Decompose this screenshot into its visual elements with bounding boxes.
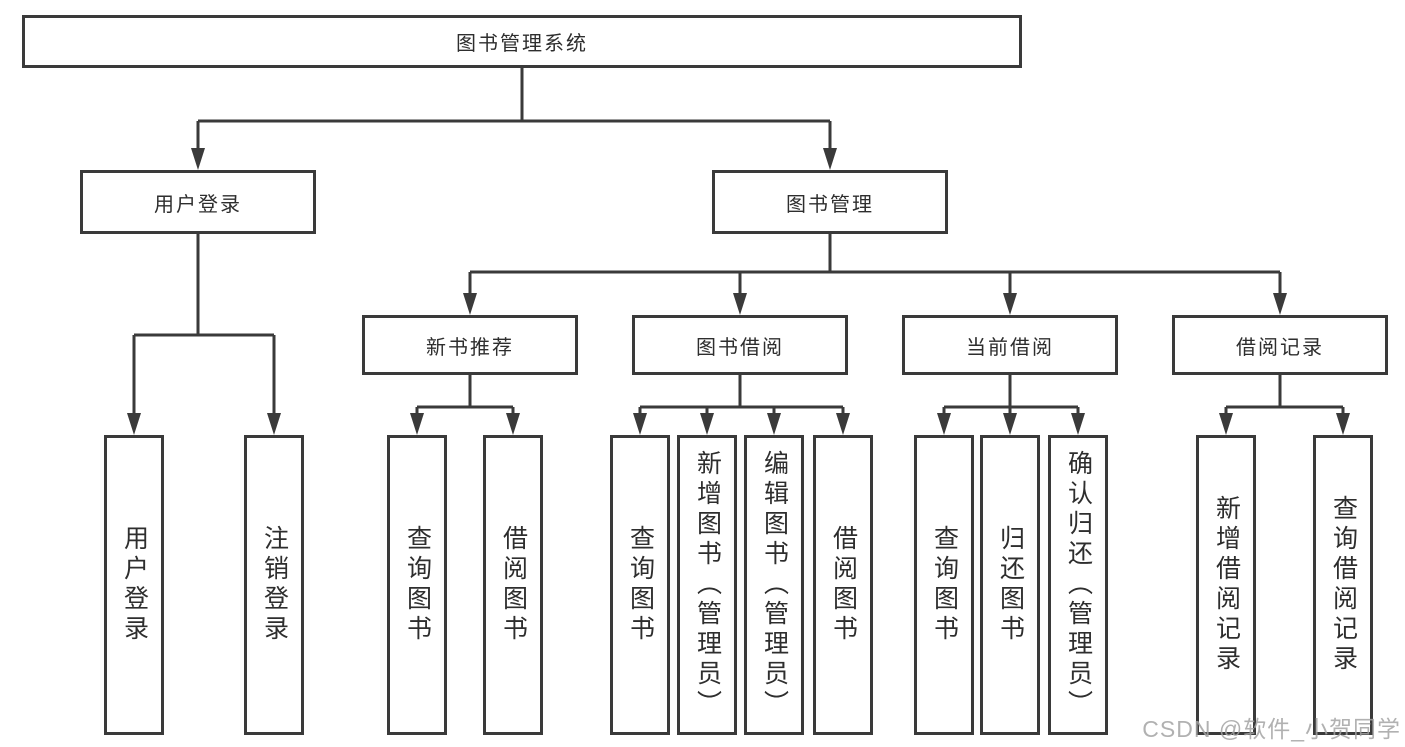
leaf-confirm-return-admin-label: 确认归还（管理员）: [1064, 450, 1093, 720]
leaf-borrow-books-recommend: 借阅图书: [483, 435, 543, 735]
leaf-query-borrow-record: 查询借阅记录: [1313, 435, 1373, 735]
node-book-borrowing: 图书借阅: [632, 315, 848, 375]
node-book-management-label: 图书管理: [786, 193, 874, 216]
leaf-return-book-label: 归还图书: [996, 525, 1025, 645]
leaf-logout: 注销登录: [244, 435, 304, 735]
node-user-login-group: 用户登录: [80, 170, 316, 234]
node-new-book-recommend-label: 新书推荐: [426, 336, 514, 359]
leaf-confirm-return-admin: 确认归还（管理员）: [1048, 435, 1108, 735]
node-root: 图书管理系统: [22, 15, 1022, 68]
leaf-user-login: 用户登录: [104, 435, 164, 735]
leaf-add-book-admin-label: 新增图书（管理员）: [693, 450, 722, 720]
leaf-query-books-borrowing: 查询图书: [610, 435, 670, 735]
node-book-borrowing-label: 图书借阅: [696, 336, 784, 359]
leaf-query-books-current: 查询图书: [914, 435, 974, 735]
leaf-query-books-recommend: 查询图书: [387, 435, 447, 735]
leaf-add-book-admin: 新增图书（管理员）: [677, 435, 737, 735]
leaf-add-borrow-record-label: 新增借阅记录: [1212, 495, 1241, 675]
leaf-borrow-books-borrowing: 借阅图书: [813, 435, 873, 735]
node-root-label: 图书管理系统: [456, 33, 588, 55]
node-user-login-group-label: 用户登录: [154, 193, 242, 216]
node-borrowing-records-label: 借阅记录: [1236, 336, 1324, 359]
leaf-query-books-current-label: 查询图书: [930, 525, 959, 645]
leaf-borrow-books-recommend-label: 借阅图书: [499, 525, 528, 645]
leaf-query-books-borrowing-label: 查询图书: [626, 525, 655, 645]
leaf-user-login-label: 用户登录: [120, 525, 149, 645]
leaf-edit-book-admin-label: 编辑图书（管理员）: [760, 450, 789, 720]
csdn-watermark: CSDN @软件_小贺同学: [1142, 716, 1401, 742]
node-current-borrowing: 当前借阅: [902, 315, 1118, 375]
leaf-logout-label: 注销登录: [260, 525, 289, 645]
leaf-edit-book-admin: 编辑图书（管理员）: [744, 435, 804, 735]
leaf-query-borrow-record-label: 查询借阅记录: [1329, 495, 1358, 675]
leaf-borrow-books-borrowing-label: 借阅图书: [829, 525, 858, 645]
node-new-book-recommend: 新书推荐: [362, 315, 578, 375]
leaf-return-book: 归还图书: [980, 435, 1040, 735]
node-borrowing-records: 借阅记录: [1172, 315, 1388, 375]
leaf-add-borrow-record: 新增借阅记录: [1196, 435, 1256, 735]
node-current-borrowing-label: 当前借阅: [966, 336, 1054, 359]
node-book-management: 图书管理: [712, 170, 948, 234]
leaf-query-books-recommend-label: 查询图书: [403, 525, 432, 645]
